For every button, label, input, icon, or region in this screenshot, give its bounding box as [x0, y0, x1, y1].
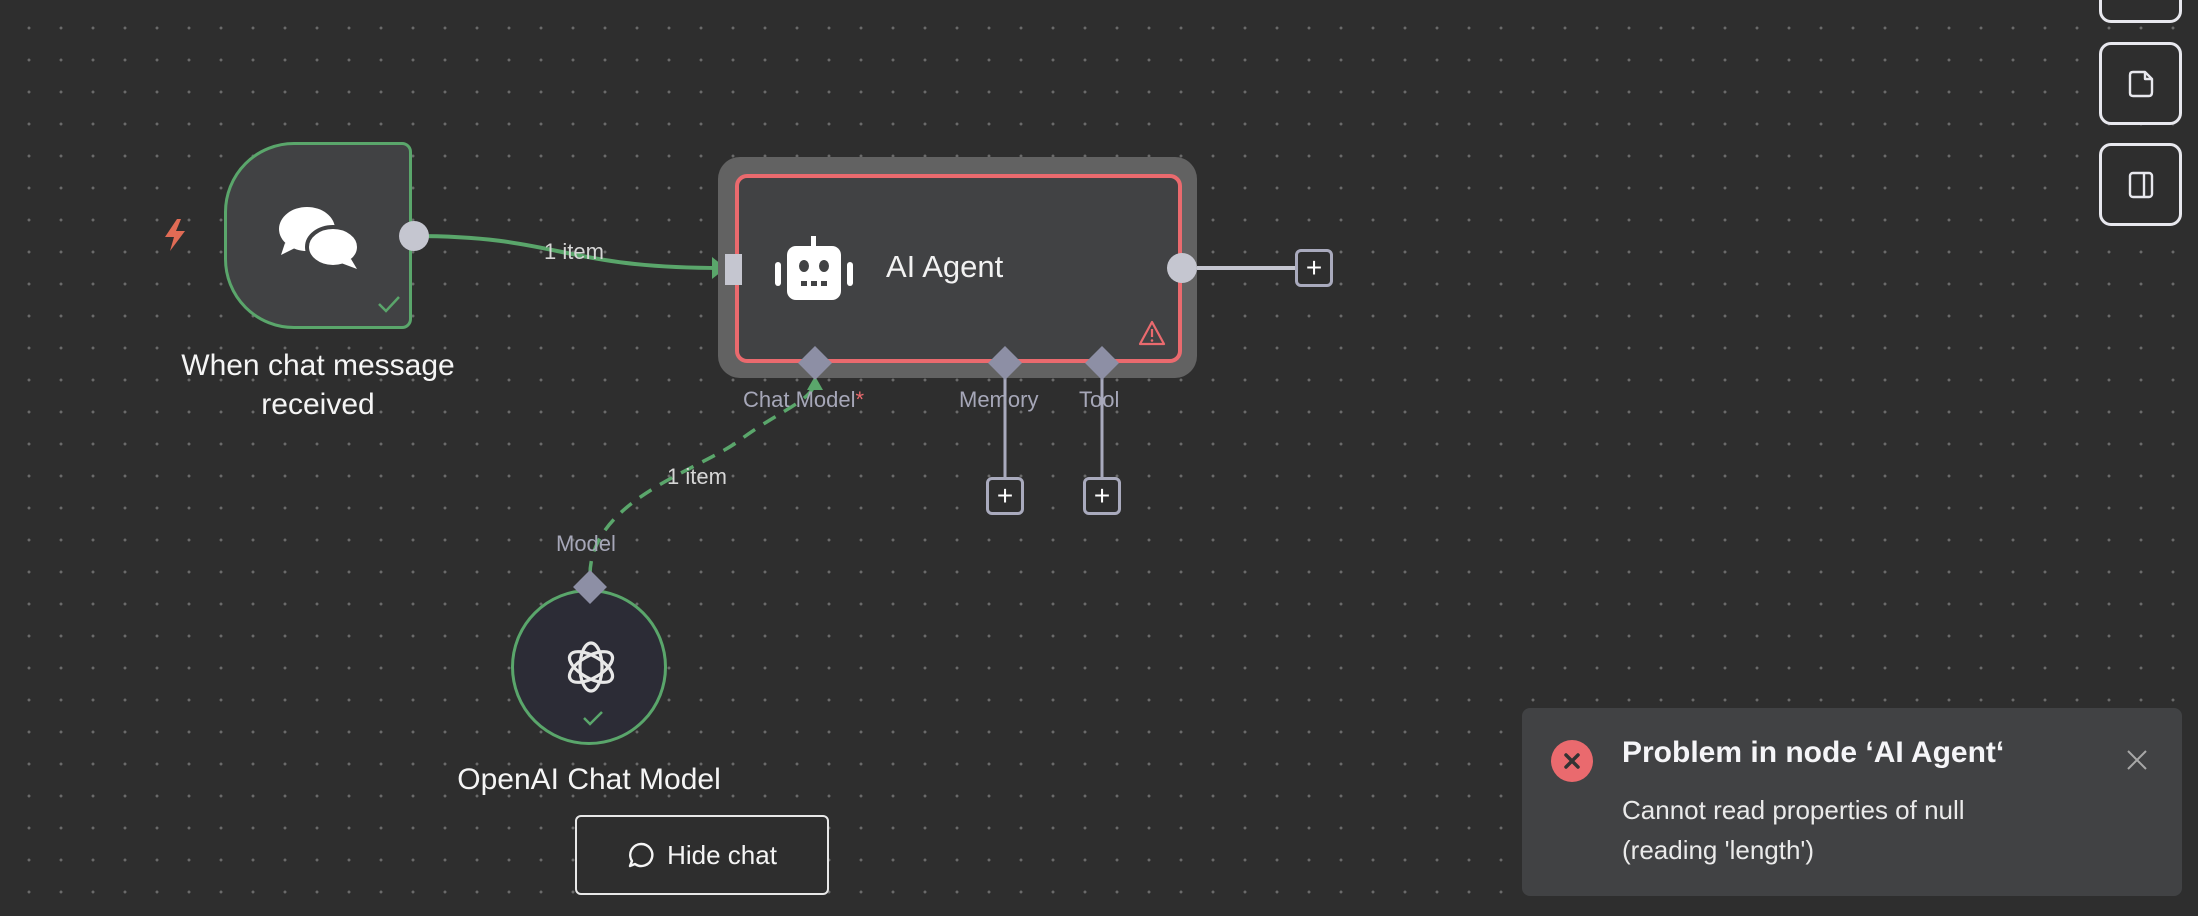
- hide-chat-label: Hide chat: [667, 839, 777, 870]
- panel-icon: [2128, 171, 2153, 198]
- agent-title: AI Agent: [886, 249, 1004, 284]
- edge-label: 1 item: [544, 239, 604, 264]
- canvas-control-button[interactable]: [2099, 0, 2182, 23]
- sticky-note-button[interactable]: [2099, 42, 2182, 125]
- toast-message: Cannot read properties of null (reading …: [1622, 790, 1965, 870]
- toggle-panel-button[interactable]: [2099, 143, 2182, 226]
- openai-chat-model-node[interactable]: [511, 589, 667, 745]
- label-line: received: [261, 388, 375, 421]
- agent-output-handle[interactable]: [1167, 253, 1197, 283]
- add-node-button[interactable]: +: [1295, 249, 1333, 287]
- port-label: Chat Model: [743, 387, 856, 412]
- toast-title: Problem in node ‘AI Agent‘: [1622, 736, 2005, 769]
- chat-bubble-icon: [628, 842, 654, 868]
- check-icon: [378, 296, 400, 313]
- plus-icon: +: [1093, 480, 1111, 511]
- trigger-output-handle[interactable]: [399, 221, 429, 251]
- hide-chat-button[interactable]: Hide chat: [575, 815, 829, 895]
- note-icon: [2128, 70, 2153, 97]
- plus-icon: +: [996, 480, 1014, 511]
- required-mark: *: [855, 387, 865, 412]
- add-tool-button[interactable]: +: [1083, 477, 1121, 515]
- error-icon: [1551, 740, 1593, 782]
- edge-label: 1 item: [667, 464, 727, 489]
- add-memory-button[interactable]: +: [986, 477, 1024, 515]
- agent-input-handle[interactable]: [725, 254, 742, 285]
- plus-icon: +: [1305, 252, 1323, 283]
- close-icon[interactable]: [2125, 748, 2149, 772]
- chat-model-port-label: Chat Model*: [743, 387, 864, 413]
- openai-logo-icon: [567, 641, 615, 693]
- error-toast: Problem in node ‘AI Agent‘ Cannot read p…: [1522, 708, 2182, 896]
- chat-trigger-node[interactable]: [224, 142, 412, 329]
- check-icon: [583, 711, 603, 726]
- message-line: Cannot read properties of null: [1622, 795, 1965, 825]
- edge-model-to-agent[interactable]: [588, 379, 817, 576]
- warning-icon[interactable]: [1138, 320, 1166, 346]
- message-line: (reading 'length'): [1622, 835, 1815, 865]
- lightning-icon: [165, 219, 185, 251]
- edge-arrow: [807, 376, 823, 390]
- tool-port-label: Tool: [1079, 387, 1120, 412]
- trigger-node-label: When chat message received: [118, 346, 518, 424]
- chat-bubbles-icon: [279, 207, 361, 269]
- edge-trigger-to-agent[interactable]: [413, 234, 723, 270]
- label-line: When chat message: [181, 349, 455, 382]
- robot-icon: [775, 236, 853, 300]
- model-port-label: Model: [556, 531, 616, 556]
- memory-port-label: Memory: [959, 387, 1039, 412]
- openai-node-label: OpenAI Chat Model: [457, 763, 721, 796]
